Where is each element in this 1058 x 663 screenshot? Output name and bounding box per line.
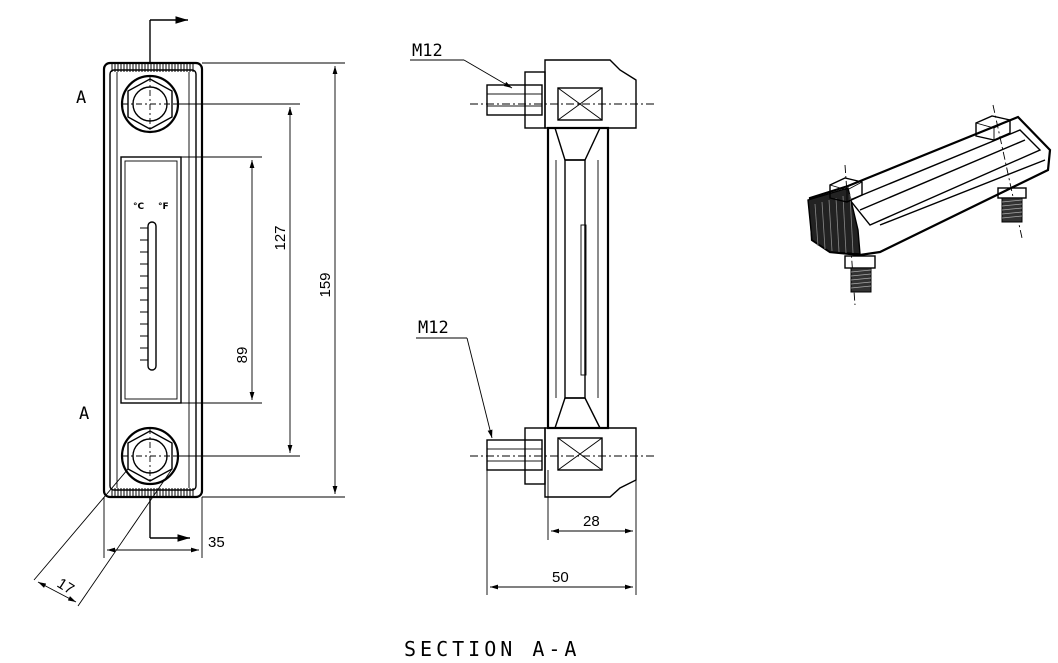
dim-overall-height: 159 bbox=[317, 272, 334, 297]
top-fitting-section bbox=[470, 59, 655, 161]
unit-fahrenheit: °F bbox=[158, 202, 169, 212]
thread-label-bottom: M12 bbox=[418, 318, 449, 338]
isometric-view bbox=[807, 104, 1052, 306]
top-cap-knurl bbox=[111, 64, 194, 72]
section-mark-bottom: A bbox=[79, 404, 89, 424]
dim-hex: 17 bbox=[54, 575, 77, 598]
section-view: M12 M12 28 50 SECTION A-A bbox=[404, 41, 655, 661]
thermometer-tube bbox=[147, 221, 157, 371]
dim-width: 35 bbox=[208, 534, 225, 551]
thermometer-scale bbox=[140, 227, 148, 361]
section-mark-top: A bbox=[76, 88, 86, 108]
front-view: °C °F A A 159 127 bbox=[33, 16, 345, 607]
thread-label-top: M12 bbox=[412, 41, 443, 61]
bottom-fitting-section bbox=[470, 397, 655, 498]
sight-tube-section bbox=[546, 126, 610, 430]
iso-stud-right bbox=[997, 187, 1027, 223]
sight-window bbox=[120, 156, 182, 404]
unit-celsius: °C bbox=[133, 202, 145, 212]
bottom-cap-knurl bbox=[111, 488, 194, 496]
dim-depth: 28 bbox=[583, 513, 600, 530]
iso-knurled-cap bbox=[807, 187, 861, 255]
section-caption: SECTION A-A bbox=[404, 637, 580, 661]
iso-bolt-left bbox=[829, 177, 863, 203]
dim-window-height: 89 bbox=[234, 347, 251, 364]
iso-bolt-right bbox=[975, 115, 1011, 141]
dim-bolt-spacing: 127 bbox=[272, 225, 289, 250]
iso-stud-left bbox=[844, 255, 876, 293]
dim-total-depth: 50 bbox=[552, 569, 569, 586]
